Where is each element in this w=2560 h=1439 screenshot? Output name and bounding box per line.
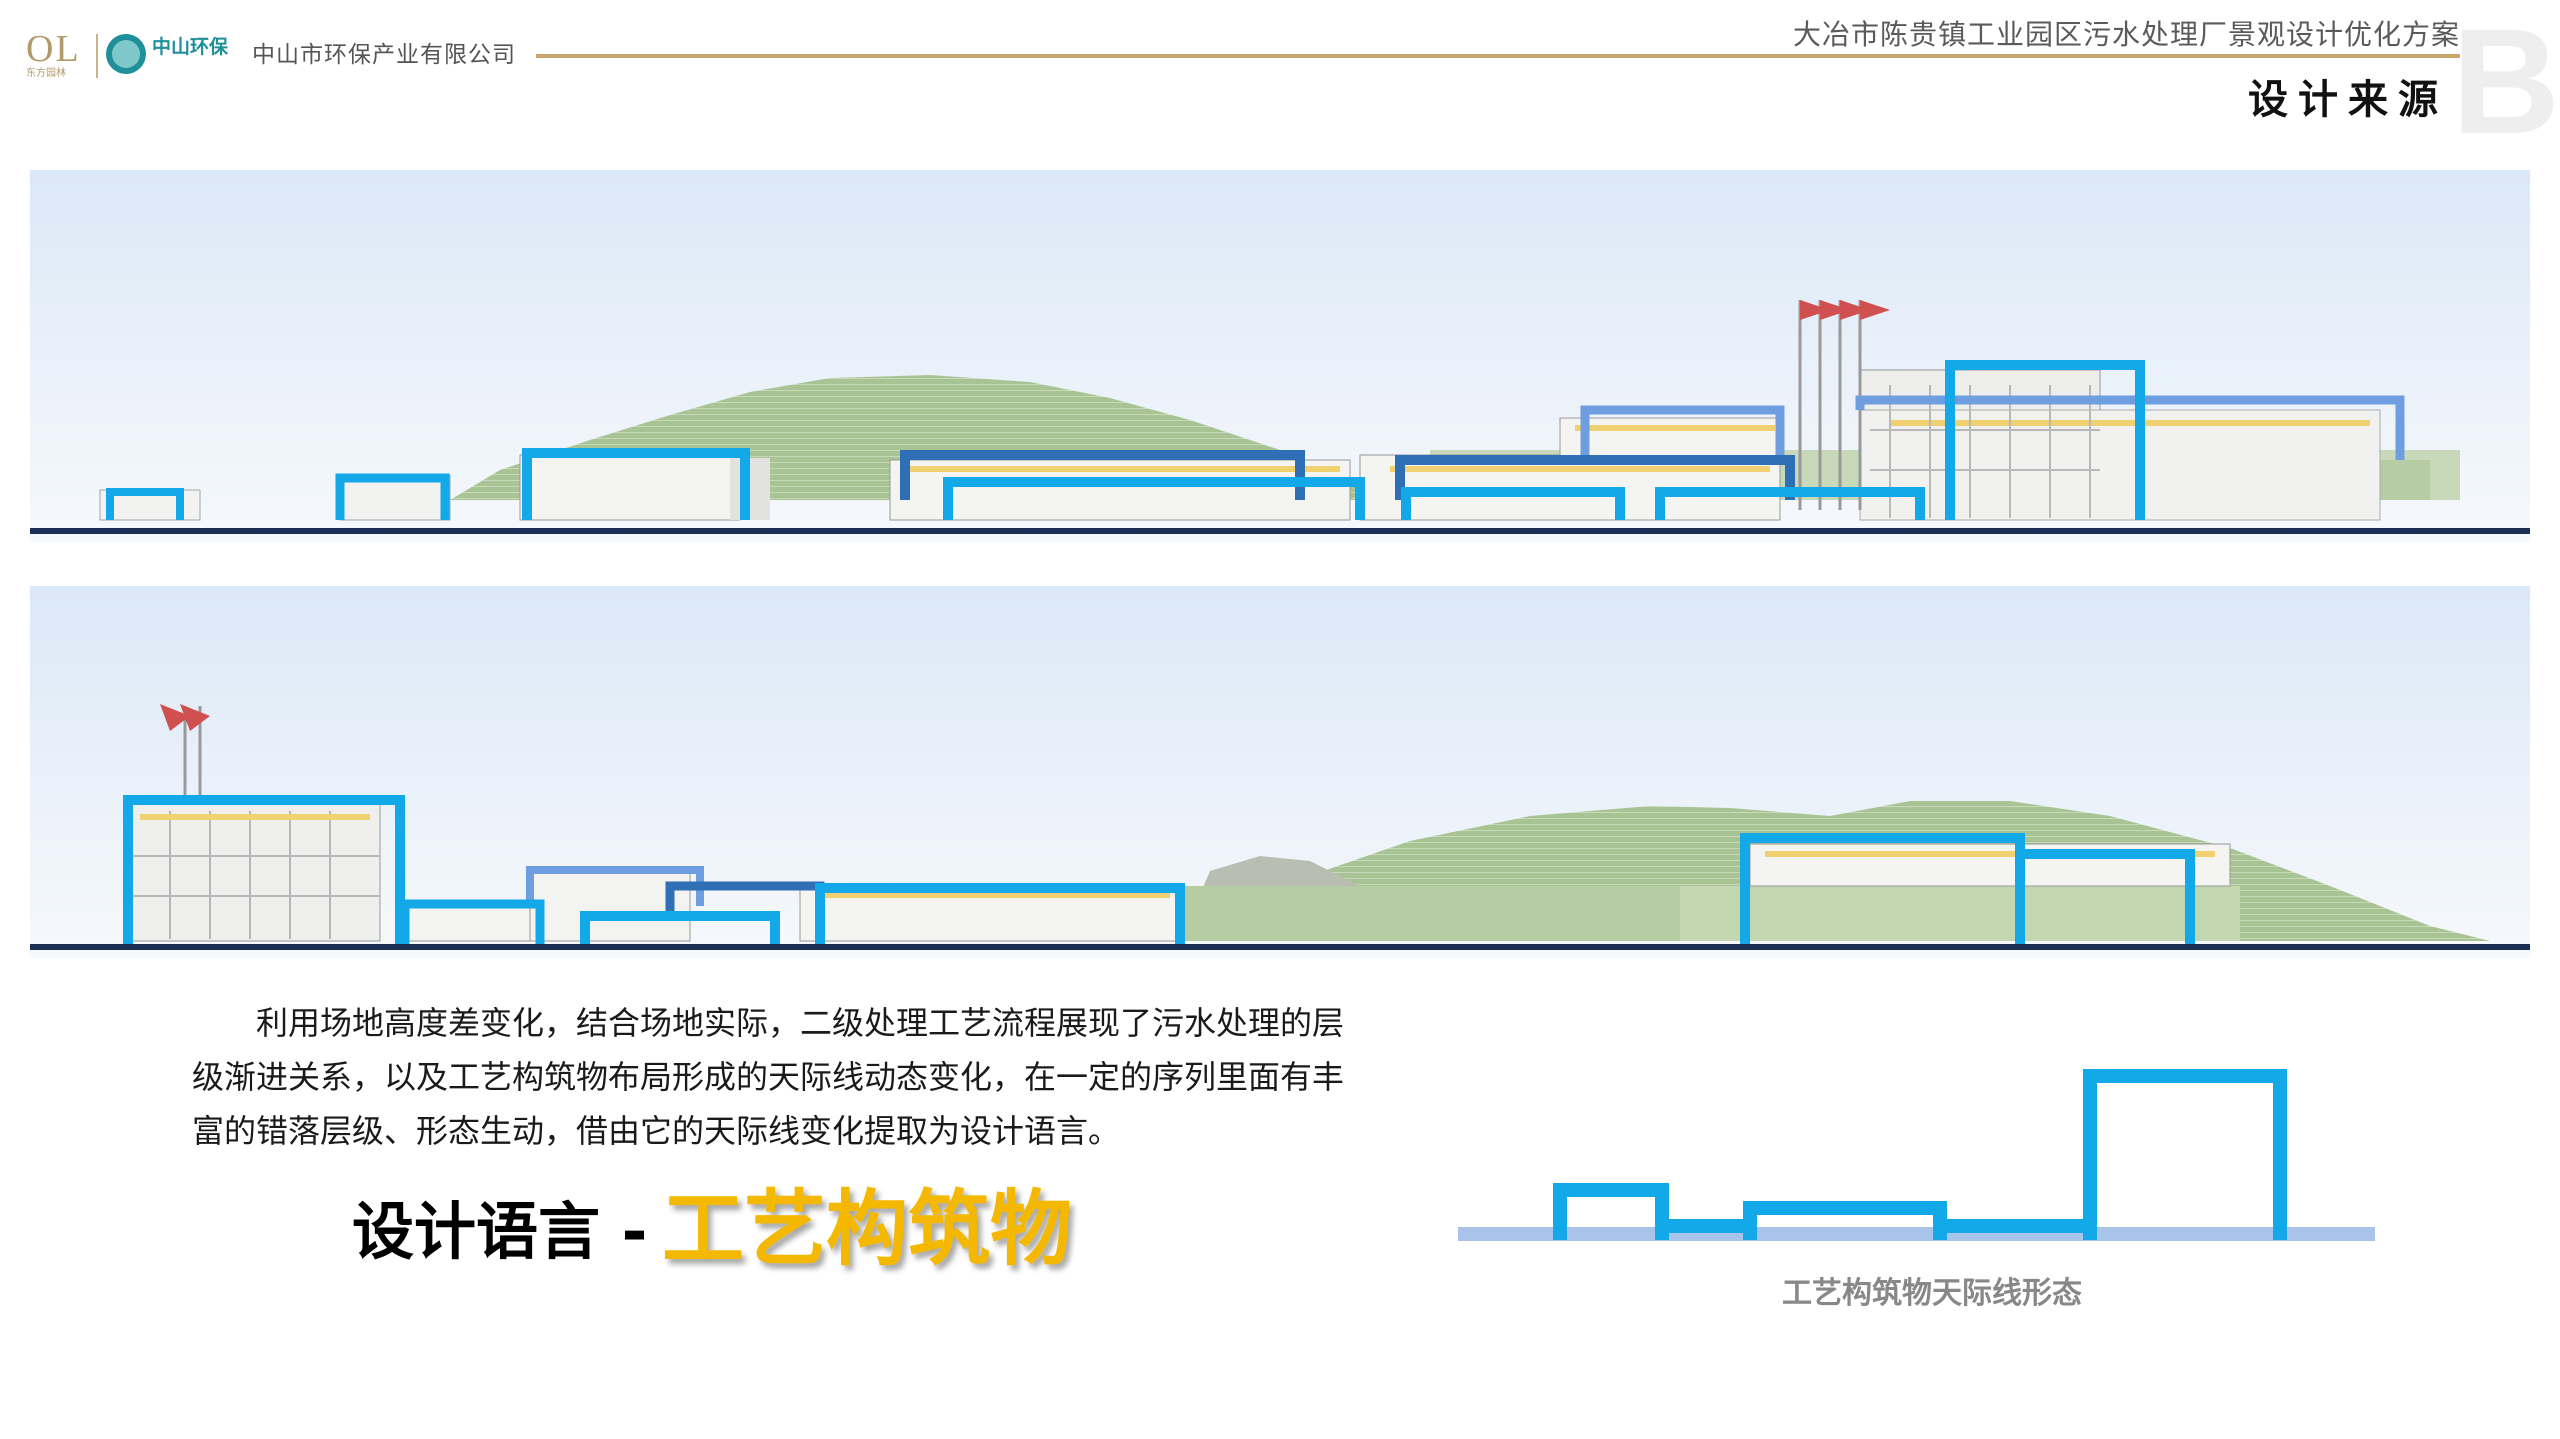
- window-grid: [130, 811, 380, 939]
- design-language-highlight: 工艺构筑物: [662, 1182, 1073, 1277]
- section-title: 设计来源: [2248, 77, 2448, 123]
- description-paragraph: 利用场地高度差变化，结合场地实际，二级处理工艺流程展现了污水处理的层级渐进关系，…: [192, 1004, 1345, 1150]
- building-3: [529, 870, 691, 942]
- skyline-caption: 工艺构筑物天际线形态: [1782, 1276, 2082, 1311]
- logo-ol-mark: OL: [26, 28, 81, 70]
- structure-outlines: [123, 795, 2195, 948]
- design-language-label: 设计语言 -: [352, 1195, 648, 1268]
- building-2: [399, 905, 531, 942]
- accent-1: [910, 466, 1340, 472]
- skyline-diagram: [1458, 1069, 2375, 1241]
- accent-2: [820, 892, 1170, 898]
- section-letter-watermark: B: [2451, 0, 2560, 165]
- structure-outlines: [106, 360, 2405, 520]
- header-rule: [536, 54, 2460, 58]
- logo-globe-inner: [112, 40, 140, 68]
- flags: [1800, 300, 1890, 320]
- building-wing: [1859, 409, 2381, 521]
- building-3: [519, 454, 741, 521]
- skyline-outline: [1553, 1069, 2287, 1240]
- ground-line: [30, 528, 2530, 534]
- green-block: [1680, 886, 2240, 941]
- site-elevation-bottom: [30, 586, 2530, 958]
- company-name: 中山市环保产业有限公司: [252, 42, 516, 68]
- logo-zhongshan-name: 中山环保: [152, 36, 229, 58]
- ground-line: [30, 944, 2530, 950]
- accent-3: [1575, 425, 1775, 431]
- accent-2: [1390, 466, 1770, 472]
- flags: [160, 704, 210, 731]
- accent-3: [1765, 851, 2215, 857]
- logo-oriental-landscape: OL 东方园林: [26, 30, 92, 80]
- site-elevation-top: [30, 170, 2530, 542]
- building-6: [1559, 417, 1781, 459]
- logo-divider: [96, 34, 98, 78]
- logo-ol-sub: 东方园林: [26, 68, 66, 79]
- project-title: 大冶市陈贵镇工业园区污水处理厂景观设计优化方案: [1792, 18, 2460, 51]
- accent-1: [140, 814, 370, 820]
- accent-4: [1890, 420, 2370, 426]
- building-tall: [129, 795, 381, 942]
